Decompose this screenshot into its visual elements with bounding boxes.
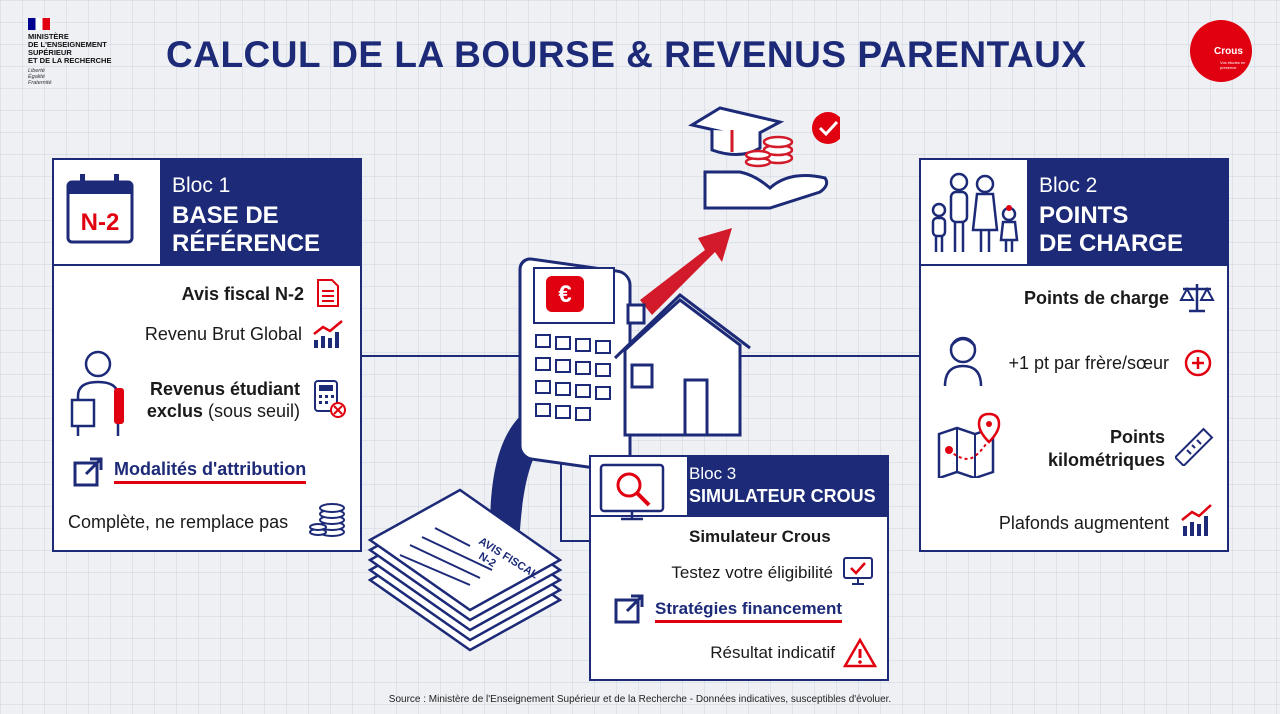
crous-tagline: Vos études en presence [1220,60,1246,70]
bloc2-title-band: Bloc 2 POINTS DE CHARGE [1029,160,1227,266]
ministry-line: Ministère [28,32,69,41]
bloc3-panel: Bloc 3 SIMULATEUR CROUS Simulateur Crous… [589,455,889,681]
motto-word: Fraternité [28,80,52,86]
map-route-icon [937,412,1001,478]
bloc3-title-band: Bloc 3 SIMULATEUR CROUS [689,457,887,517]
avis-fiscal-label: Avis fiscal N-2 [181,284,304,304]
external-link-icon[interactable] [613,593,645,625]
calculator-icon: € [518,257,632,473]
calendar-icon: N-2 [54,160,162,266]
modalites-link-text[interactable]: Modalités d'attribution [114,459,307,484]
title-line: DE CHARGE [1039,230,1184,257]
resultat-label: Résultat indicatif [710,643,835,662]
tax-notice-documents-icon: AVIS FISCAL N-2 [367,488,563,652]
plafonds-label: Plafonds augmentent [998,513,1169,533]
motto-word: Liberté [28,68,45,74]
family-icon [921,160,1029,266]
connector-line [560,540,590,542]
title-line: RÉFÉRENCE [172,230,321,257]
chart-growth-icon [1181,504,1212,536]
ministry-logo: Ministère de l'Enseignement Supérieur et… [28,18,138,86]
bloc1-title: BASE DE RÉFÉRENCE [172,202,320,258]
ministry-motto: Liberté Égalité Fraternité [28,68,138,86]
complete-label: Complète, ne remplace pas [68,512,289,532]
connector-line [740,355,920,357]
external-link-icon[interactable] [72,456,104,488]
child-icon [943,336,983,387]
warning-icon [843,637,877,668]
bloc1-panel: N-2 Bloc 1 BASE DE RÉFÉRENCE Avis fiscal… [52,158,362,552]
graduation-hand-icon [688,106,840,210]
page-title: CALCUL DE LA BOURSE & REVENUS PARENTAUX [166,34,1087,75]
points-charge-label: Points de charge [1023,288,1169,308]
sous-seuil-text: (sous seuil) [207,401,300,421]
bloc1-number: Bloc 1 [172,174,231,197]
euro-symbol: € [558,281,571,308]
title-line: BASE DE [172,202,279,229]
bloc2-number: Bloc 2 [1039,174,1098,197]
kilometriques-label: Points kilométriques [1048,426,1165,472]
coins-icon [309,503,345,537]
crous-logo: Crous Vos études en presence [1190,20,1252,82]
ministry-line: Supérieur [28,48,72,57]
bloc2-panel: Bloc 2 POINTS DE CHARGE Points de charge… [919,158,1229,552]
ministry-line: et de la Recherche [28,56,112,65]
bloc2-title: POINTS DE CHARGE [1039,202,1183,258]
strategies-link[interactable]: Stratégies financement [655,599,843,623]
testez-label: Testez votre éligibilité [671,563,833,582]
revenus-etudiant-label: Revenus étudiant exclus (sous seuil) [147,378,300,422]
connector-line [560,420,562,540]
modalites-link[interactable]: Modalités d'attribution [114,459,307,484]
red-arrow-shape [640,228,732,315]
title-line: POINTS [1039,202,1129,229]
km-line: Points [1109,427,1165,447]
km-line: kilométriques [1047,450,1165,470]
monitor-check-icon [843,557,873,585]
exclus-text: exclus [146,401,203,421]
central-illustration: € [367,106,840,652]
strategies-link-text[interactable]: Stratégies financement [655,599,843,623]
student-icon [70,350,124,436]
simulateur-label: Simulateur Crous [689,527,831,546]
plus-circle-icon [1184,349,1212,377]
revenu-brut-label: Revenu Brut Global [144,324,302,344]
source-footnote: Source : Ministère de l'Enseignement Sup… [388,694,892,705]
balance-scale-icon [1179,284,1215,313]
monitor-search-icon [591,457,689,521]
bloc1-title-band: Bloc 1 BASE DE RÉFÉRENCE [162,160,360,266]
frere-soeur-label: +1 pt par frère/sœur [1008,353,1169,373]
n-2-badge: N-2 [81,209,120,236]
ministry-line: de l'Enseignement [28,40,107,49]
bloc1-header: N-2 Bloc 1 BASE DE RÉFÉRENCE [54,160,360,266]
ruler-icon [1175,427,1214,466]
chart-growth-icon [313,320,343,348]
bloc2-header: Bloc 2 POINTS DE CHARGE [921,160,1227,266]
revenus-line: Revenus étudiant [149,379,300,399]
bloc3-number: Bloc 3 [689,464,737,483]
crous-name: Crous [1214,46,1243,57]
connector-line [360,355,520,357]
house-icon [613,293,751,437]
document-icon [317,279,339,307]
calculator-excluded-icon [314,380,346,418]
republic-flag-icon [28,18,50,30]
bloc3-title: SIMULATEUR CROUS [689,486,876,506]
motto-word: Égalité [28,74,45,80]
